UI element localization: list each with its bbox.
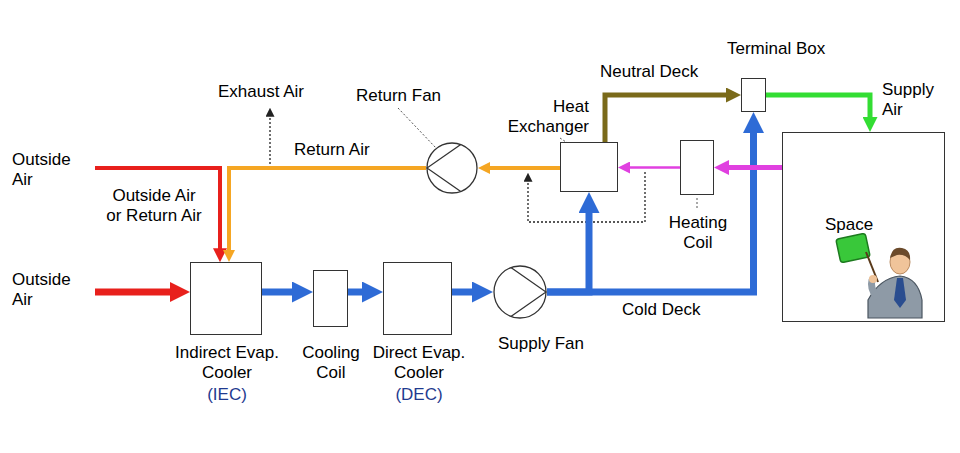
terminal-box: Terminal Box — [741, 78, 766, 112]
fan-symbol: Supply Fan — [493, 265, 547, 319]
fan-outline — [493, 265, 547, 319]
node-label: Terminal Box — [727, 39, 825, 59]
duct-arrow — [605, 95, 729, 142]
node-label: Supply Fan — [498, 334, 584, 354]
leader-line — [398, 108, 436, 148]
node-label: Cooling Coil — [291, 343, 371, 383]
cooler-box: Indirect Evap. Cooler(IEC) — [190, 262, 262, 335]
duct-arrow — [262, 289, 296, 296]
node-label: Direct Evap. Cooler — [359, 343, 479, 383]
heat-exchanger-box: Heat Exchanger — [560, 142, 618, 192]
duct-arrow — [547, 129, 754, 292]
node-label: (DEC) — [359, 385, 479, 405]
duct-arrow — [452, 289, 476, 296]
flow-label: Exhaust Air — [218, 82, 304, 102]
leader-line — [697, 198, 698, 210]
person-illustration — [836, 233, 922, 318]
coil-box: Cooling Coil — [313, 270, 348, 327]
node-label: Indirect Evap. Cooler — [167, 343, 287, 383]
deck-label: Neutral Deck — [598, 62, 700, 82]
deck-label: Supply Air — [880, 80, 944, 120]
outside-air-arrow — [95, 289, 174, 296]
deck-label: Return Air — [292, 140, 372, 160]
flow-label: Outside Air — [12, 270, 92, 310]
flow-label: Outside Air or Return Air — [104, 186, 204, 226]
duct-arrow — [766, 95, 870, 120]
flow-label: Outside Air — [12, 150, 92, 190]
duct-arrow — [488, 166, 560, 170]
duct-arrow — [348, 289, 366, 296]
space-box: Space — [782, 132, 945, 322]
node-label: Heat Exchanger — [495, 97, 589, 137]
cooler-box: Direct Evap. Cooler(DEC) — [383, 262, 452, 335]
deck-label: Cold Deck — [620, 300, 702, 320]
duct-arrow — [628, 166, 680, 169]
fan-symbol: Return Fan — [426, 142, 478, 194]
node-label: Space — [825, 215, 873, 235]
duct-arrow — [229, 168, 426, 252]
outside-air-line — [95, 168, 220, 251]
exhaust-arrow — [269, 115, 270, 164]
fan-outline — [426, 142, 478, 194]
duct-arrow — [726, 165, 782, 170]
duct-arrow — [547, 209, 589, 292]
node-label: Heating Coil — [658, 213, 738, 253]
node-label: Return Fan — [356, 86, 441, 106]
node-label: (IEC) — [167, 385, 287, 405]
coil-box: Heating Coil — [680, 140, 714, 195]
